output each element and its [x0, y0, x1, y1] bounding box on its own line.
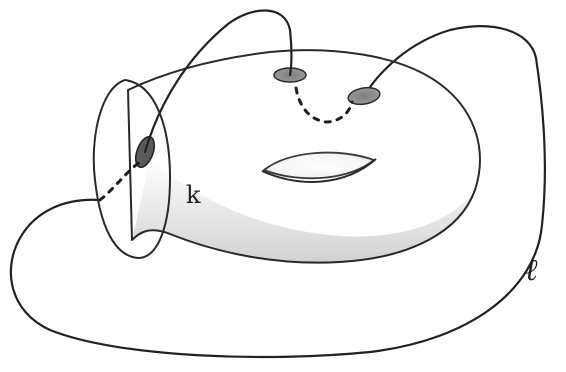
- label-k: k: [186, 181, 201, 209]
- curve-k: [145, 10, 292, 152]
- torus-hole: [264, 153, 374, 179]
- label-l: ℓ: [525, 253, 538, 288]
- hidden-arc-opening: [100, 162, 140, 200]
- hidden-arc-top: [296, 88, 352, 122]
